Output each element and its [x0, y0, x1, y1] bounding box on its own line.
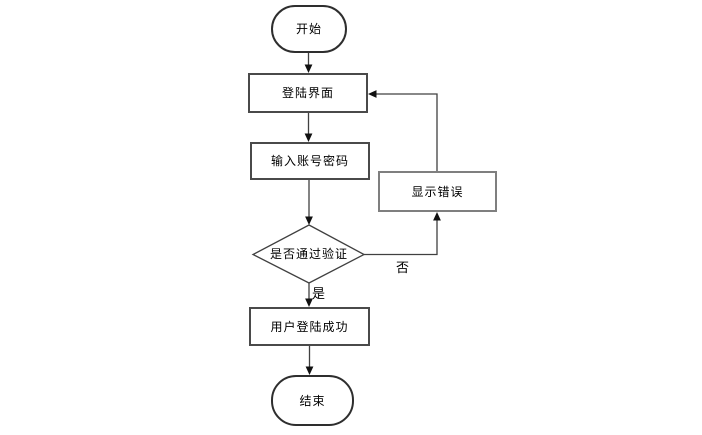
decision-diamond-shape [251, 224, 366, 284]
node-show-error: 显示错误 [378, 171, 497, 212]
arrowhead-input-decision [305, 216, 313, 225]
arrowhead-success-end [305, 366, 314, 375]
edge-decision-error [364, 220, 438, 256]
edge-label-no: 否 [396, 260, 410, 275]
node-decision-verify-label: 是否通过验证 [269, 247, 348, 261]
arrowhead-decision-error [433, 212, 441, 221]
arrowhead-login-input [304, 133, 313, 142]
node-decision-verify: 是否通过验证 [253, 225, 365, 283]
node-end-label: 结束 [299, 393, 326, 408]
node-login-screen-label: 登陆界面 [281, 86, 334, 100]
edge-error-login [376, 93, 438, 171]
arrowhead-error-login [368, 90, 377, 98]
edge-label-yes: 是 [312, 286, 326, 301]
node-enter-credentials-label: 输入账号密码 [270, 154, 349, 168]
node-login-success: 用户登陆成功 [249, 307, 370, 346]
node-login-screen: 登陆界面 [248, 73, 368, 113]
node-start-label: 开始 [295, 22, 322, 36]
arrowhead-decision-success [305, 298, 313, 307]
arrowhead-start-login [304, 64, 313, 73]
node-show-error-label: 显示错误 [411, 184, 464, 199]
node-start: 开始 [271, 5, 347, 53]
node-enter-credentials: 输入账号密码 [250, 142, 370, 180]
node-login-success-label: 用户登陆成功 [270, 319, 349, 334]
node-end: 结束 [271, 375, 354, 426]
